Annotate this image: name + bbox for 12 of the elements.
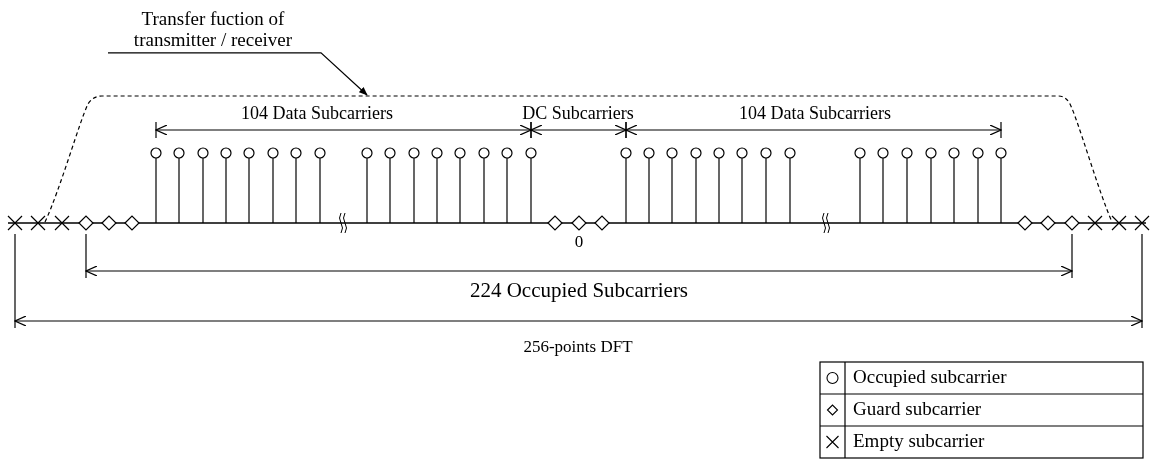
dimension-label: 224 Occupied Subcarriers [469,279,689,303]
dimension-label: 104 Data Subcarriers [241,104,393,124]
dimension-label: DC Subcarriers [522,104,634,124]
legend-text: Empty subcarrier [853,431,985,452]
legend-text: Guard subcarrier [853,399,982,420]
dimension-label: 256-points DFT [523,338,633,357]
legend-text: Occupied subcarrier [853,367,1007,388]
annotation-text: Transfer fuction of transmitter / receiver [113,9,313,51]
transfer-function-curve [44,95,1113,223]
axis-label: 0 [574,233,584,252]
leader-line [107,52,368,96]
dimension-label: 104 Data Subcarriers [739,104,891,124]
